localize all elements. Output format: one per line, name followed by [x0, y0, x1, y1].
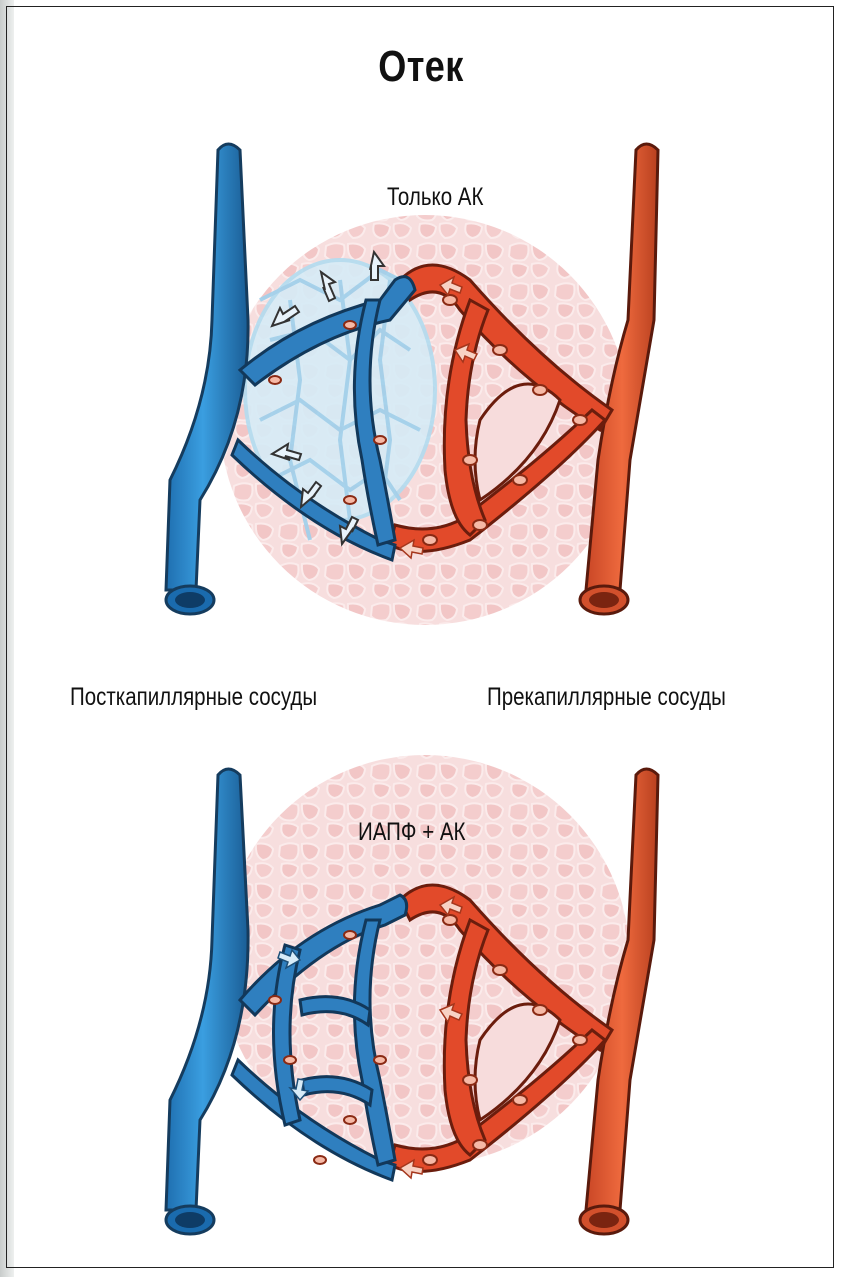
diagram-title: Отек [76, 42, 766, 92]
postcapillary-vein-bottom [166, 769, 248, 1210]
top-panel-label: Только АК [387, 183, 483, 212]
postcapillary-vein-top [166, 144, 248, 590]
postcapillary-label: Посткапиллярные сосуды [70, 683, 317, 712]
precapillary-label: Прекапиллярные сосуды [487, 683, 726, 712]
top-panel [166, 144, 658, 625]
bottom-panel-label: ИАПФ + АК [358, 818, 465, 847]
